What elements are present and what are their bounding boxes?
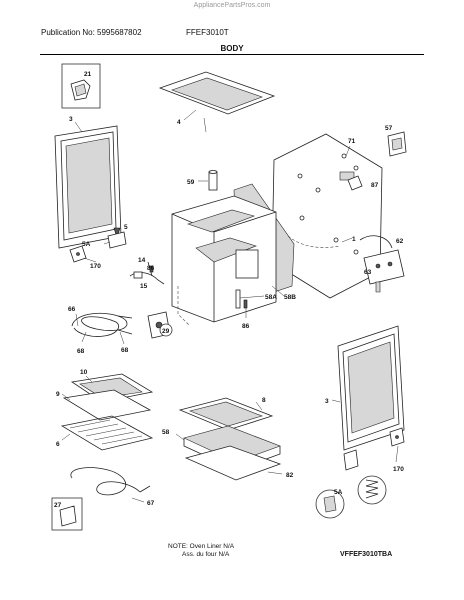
callout-15: 15 <box>140 283 148 290</box>
callout-5a-right: 5A <box>334 489 343 496</box>
part-170-hinge-receiver-right[interactable]: 170 <box>389 427 405 473</box>
callout-9: 9 <box>56 391 60 398</box>
part-4-top-panel[interactable]: 4 <box>158 71 276 133</box>
callout-68-right: 68 <box>121 347 129 354</box>
callout-10: 10 <box>80 369 88 376</box>
hinge-spring-detail[interactable] <box>357 475 387 505</box>
part-3-door-left[interactable]: 3 <box>54 116 122 249</box>
callout-82: 82 <box>286 472 294 479</box>
part-1-wire[interactable]: 1 <box>341 236 356 243</box>
part-87[interactable]: 87 <box>347 175 379 191</box>
part-58b-side-bracket[interactable]: 58B <box>271 285 296 301</box>
callout-58b: 58B <box>284 294 296 301</box>
callout-58a: 58A <box>265 294 277 301</box>
part-67-bake-element[interactable]: 67 <box>70 467 155 507</box>
part-82-bottom-plate[interactable]: 82 <box>184 445 294 481</box>
callout-14: 14 <box>138 257 146 264</box>
footer-note: NOTE: Oven Liner N/A Ass. du four N/A <box>168 543 234 559</box>
part-21-bracket[interactable]: 21 <box>61 63 101 109</box>
callout-57: 57 <box>385 125 393 132</box>
part-66-broil-element[interactable]: 66 <box>68 306 133 337</box>
callout-6: 6 <box>56 441 60 448</box>
part-3-door-right[interactable]: 3 <box>325 325 405 451</box>
callout-66: 66 <box>68 306 76 313</box>
callout-68-left: 68 <box>77 348 85 355</box>
callout-8: 8 <box>262 397 266 404</box>
callout-1: 1 <box>352 236 356 243</box>
part-59-vent-tube[interactable]: 59 <box>187 170 218 191</box>
part-27-bracket[interactable]: 27 <box>51 497 83 531</box>
callout-86-upper: 86 <box>147 265 155 272</box>
model-number: FFEF3010T <box>186 28 229 37</box>
callout-62: 62 <box>396 238 404 245</box>
part-8-drawer-panel[interactable]: 8 <box>178 397 274 431</box>
callout-71: 71 <box>348 138 356 145</box>
callout-3-right: 3 <box>325 398 329 405</box>
part-86-upper-clip[interactable]: 86 <box>147 265 155 273</box>
callout-4: 4 <box>177 119 181 126</box>
callout-59: 59 <box>187 179 195 186</box>
part-58a-side-bracket[interactable]: 58A <box>235 289 277 309</box>
part-5a-hinge-left[interactable]: 5A <box>82 231 127 249</box>
part-68-element-bracket-right[interactable]: 68 <box>119 331 129 354</box>
part-170-hinge-receiver-left[interactable]: 170 <box>69 245 101 270</box>
callout-29: 29 <box>162 328 170 335</box>
publication-number: Publication No: 5995687802 <box>41 28 142 37</box>
callout-58: 58 <box>162 429 170 436</box>
header-rule <box>40 54 424 55</box>
oven-body-frame[interactable] <box>171 195 277 323</box>
callout-63: 63 <box>364 269 372 276</box>
bake-element-wire-path <box>177 286 191 327</box>
part-9-pan-insert[interactable]: 9 <box>56 389 152 421</box>
part-63-terminal-block[interactable]: 63 <box>363 249 405 293</box>
callout-170-right: 170 <box>393 466 404 473</box>
callout-67: 67 <box>147 500 155 507</box>
part-68-element-bracket-left[interactable]: 68 <box>77 331 87 355</box>
part-5a-hinge-right[interactable]: 5A <box>315 449 359 519</box>
part-29-switch[interactable]: 29 <box>147 311 173 339</box>
callout-27: 27 <box>54 502 62 509</box>
note-line-2: Ass. du four N/A <box>182 551 230 558</box>
callout-86-lower: 86 <box>242 323 250 330</box>
part-62-harness[interactable]: 62 <box>359 235 404 249</box>
callout-5a-left: 5A <box>82 241 91 248</box>
part-6-oven-rack[interactable]: 6 <box>56 415 154 451</box>
callout-170-left: 170 <box>90 263 101 270</box>
callout-5: 5 <box>124 224 128 231</box>
part-15-wire-harness[interactable]: 15 <box>129 271 165 290</box>
part-86-lower-clip[interactable]: 86 <box>242 299 250 330</box>
callout-3-top: 3 <box>69 116 73 123</box>
note-line-1: NOTE: Oven Liner N/A <box>168 543 235 550</box>
part-57-plate[interactable]: 57 <box>385 125 407 157</box>
section-title: BODY <box>220 44 244 53</box>
callout-87: 87 <box>371 182 379 189</box>
watermark: AppliancePartsPros.com <box>193 2 271 9</box>
callout-21: 21 <box>84 71 92 78</box>
diagram-id: VFFEF3010TBA <box>340 551 393 558</box>
